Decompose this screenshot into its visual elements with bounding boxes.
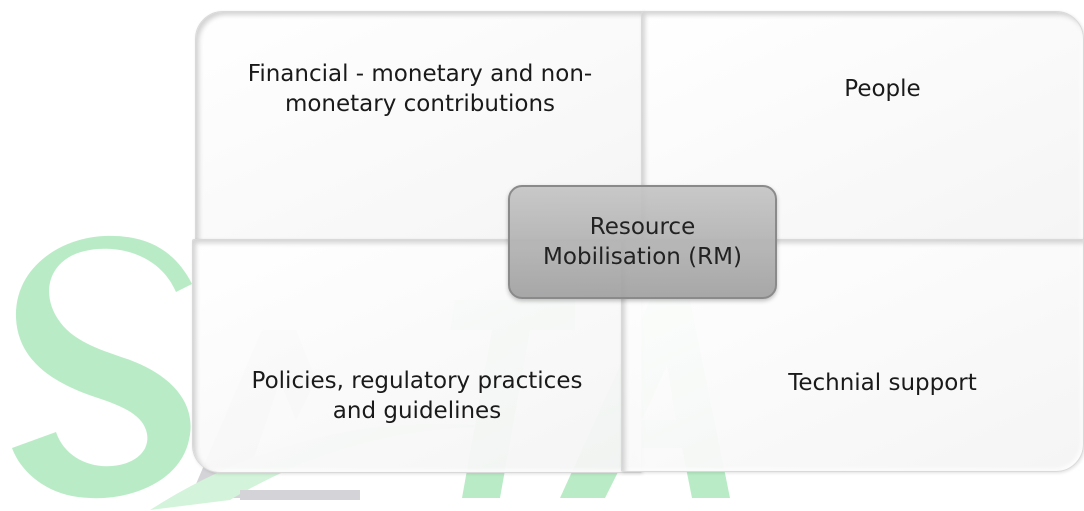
- center-line-2: Mobilisation (RM): [543, 244, 742, 270]
- quadrant-policies-line-2: and guidelines: [332, 398, 502, 424]
- quadrant-people-line-1: People: [844, 75, 921, 102]
- center-resource-mobilisation: Resource Mobilisation (RM): [508, 185, 777, 299]
- watermark-swoosh: [150, 423, 520, 510]
- quadrant-policies-line-1: Policies, regulatory practices: [251, 368, 583, 394]
- center-line-1: Resource: [589, 214, 696, 240]
- watermark-baseline-gray: [240, 490, 360, 500]
- watermark-letter-s: [12, 235, 192, 499]
- quadrant-technical-support-line-1: Technial support: [788, 370, 977, 396]
- quadrant-financial: Financial - monetary and non- monetary c…: [195, 11, 645, 244]
- quadrant-financial-line-1: Financial - monetary and non-: [247, 60, 593, 87]
- quadrant-financial-line-2: monetary contributions: [284, 90, 556, 117]
